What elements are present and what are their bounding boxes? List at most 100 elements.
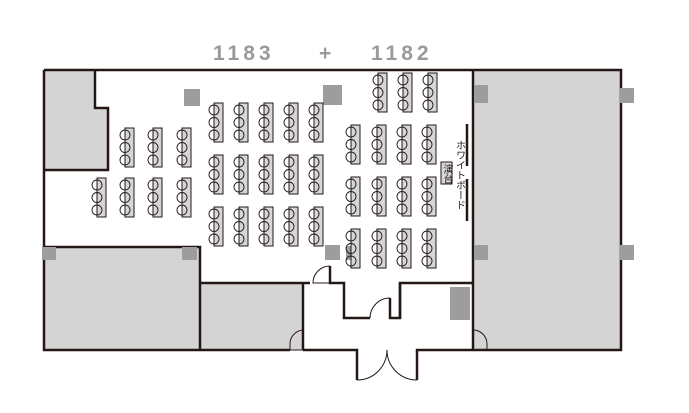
chair [233, 208, 245, 220]
chair [371, 139, 383, 150]
chair [258, 104, 270, 116]
chair [308, 181, 320, 193]
chair [176, 129, 188, 141]
chair [421, 126, 433, 138]
podium [440, 161, 453, 185]
chair [147, 204, 159, 216]
chair [258, 221, 270, 232]
chair [176, 154, 188, 166]
chair [345, 151, 357, 163]
table-with-chairs [208, 102, 224, 143]
table-with-chairs [233, 206, 249, 247]
table [401, 124, 412, 165]
chair [208, 208, 220, 220]
table-with-chairs [372, 72, 388, 113]
table [401, 228, 412, 269]
table-with-chairs [308, 206, 324, 247]
chair [421, 243, 433, 254]
table-with-chairs [308, 102, 324, 143]
chair [308, 221, 320, 232]
table-with-chairs [345, 228, 361, 269]
chair [208, 129, 220, 141]
chair [397, 99, 409, 111]
plus-sign: + [319, 42, 335, 65]
walls [42, 68, 623, 380]
room-number-1183: 1183 [213, 42, 275, 65]
table-with-chairs [176, 127, 192, 168]
table-with-chairs [422, 72, 438, 113]
chair [345, 243, 357, 254]
table-with-chairs [119, 127, 135, 168]
chair [119, 192, 131, 203]
table [124, 127, 135, 168]
chair [345, 255, 357, 267]
chair [372, 74, 384, 86]
chair [258, 169, 270, 180]
chair [396, 151, 408, 163]
chair [308, 104, 320, 116]
table-with-chairs [258, 154, 274, 195]
table [426, 228, 437, 269]
doors [289, 265, 488, 381]
table-with-chairs [147, 177, 163, 218]
chair [233, 181, 245, 193]
chair [421, 230, 433, 242]
table [213, 154, 224, 195]
table-with-chairs [371, 124, 387, 165]
storage-room-top-left [44, 70, 108, 170]
chair [233, 104, 245, 116]
podium-label: 演台 [441, 163, 453, 185]
chair [345, 139, 357, 150]
room-number-1182: 1182 [371, 42, 433, 65]
table [152, 127, 163, 168]
chair [258, 117, 270, 128]
table [263, 154, 274, 195]
table [96, 177, 107, 218]
chair [421, 203, 433, 215]
table [152, 177, 163, 218]
table [181, 127, 192, 168]
table-with-chairs [119, 177, 135, 218]
table-with-chairs [371, 228, 387, 269]
chair [421, 139, 433, 150]
chair [208, 169, 220, 180]
chair [233, 117, 245, 128]
table [427, 72, 438, 113]
chair [283, 221, 295, 232]
chair [119, 142, 131, 153]
chair [371, 243, 383, 254]
chair [371, 203, 383, 215]
chair [371, 178, 383, 190]
chair [208, 181, 220, 193]
table [124, 177, 135, 218]
table [377, 72, 388, 113]
table-with-chairs [421, 176, 437, 217]
table-with-chairs [283, 102, 299, 143]
chair [258, 233, 270, 245]
chair [371, 191, 383, 202]
chair [91, 204, 103, 216]
chair [308, 169, 320, 180]
chair [283, 156, 295, 168]
chair [119, 129, 131, 141]
table [376, 176, 387, 217]
table-with-chairs [147, 127, 163, 168]
chair [176, 179, 188, 191]
chair [283, 129, 295, 141]
chair [396, 139, 408, 150]
chair [258, 129, 270, 141]
table [213, 102, 224, 143]
chair [258, 181, 270, 193]
chair [147, 142, 159, 153]
table [350, 228, 361, 269]
table [238, 102, 249, 143]
table [263, 206, 274, 247]
chair [119, 204, 131, 216]
table [376, 228, 387, 269]
chair [208, 117, 220, 128]
table-with-chairs [345, 124, 361, 165]
chair [283, 208, 295, 220]
chair [208, 233, 220, 245]
table [313, 206, 324, 247]
table [288, 206, 299, 247]
